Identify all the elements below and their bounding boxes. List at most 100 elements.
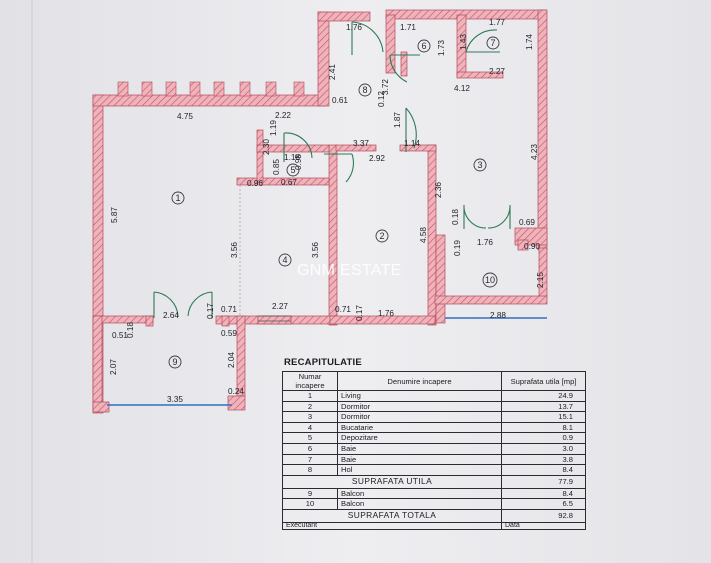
room-number-circle [375, 229, 389, 243]
room-name-cell: Living [337, 390, 502, 402]
dimension-label: 4.23 [530, 144, 539, 160]
wall-segment [317, 11, 330, 107]
wall-pillar [213, 81, 225, 97]
room-number: 1 [175, 193, 180, 203]
wall-pillar [117, 81, 129, 97]
dimension-label: 1.87 [393, 112, 402, 128]
dimension-label: 0.19 [453, 240, 462, 256]
dimension-label: 3.35 [167, 395, 183, 404]
wall-segment [385, 14, 396, 74]
footer-row: Executant Data [282, 521, 586, 530]
dimension-label: 0.67 [281, 178, 297, 187]
door-swing [324, 153, 355, 183]
recap-table-section: RECAPITULATIE Numar incapere Denumire in… [282, 357, 592, 530]
room-number-circle [171, 191, 185, 205]
dimension-label: 0.17 [206, 303, 215, 319]
useful-area-value: 77.9 [501, 474, 586, 489]
dimension-label: 0.12 [377, 91, 386, 107]
door-swing [283, 132, 313, 162]
dimension-label: 1.77 [489, 18, 505, 27]
wall-segment [256, 144, 330, 153]
recap-table: Numar incapere Denumire incapere Suprafa… [282, 371, 586, 530]
dimension-label: 0.71 [221, 305, 237, 314]
dimension-label: 2.07 [109, 359, 118, 375]
room-area-cell: 8.4 [501, 487, 586, 500]
dimension-label: 0.17 [355, 305, 364, 321]
dimension-label: 3.37 [353, 139, 369, 148]
room-number-cell: 6 [282, 442, 338, 455]
wall-segment [517, 239, 529, 251]
room-name-cell: Depozitare [337, 432, 502, 444]
wall-segment [399, 144, 437, 152]
room-number-cell: 8 [282, 464, 338, 476]
room-name-cell: Baie [337, 453, 502, 466]
dimension-label: 0.24 [228, 387, 244, 396]
wall-segment [236, 315, 246, 397]
room-number-marker: 4 [278, 253, 292, 267]
room-number-marker: 7 [486, 36, 500, 50]
dimension-label: 2.15 [536, 272, 545, 288]
recap-title: RECAPITULATIE [284, 357, 362, 368]
wall-segment [456, 71, 504, 79]
dimension-label: 4.12 [454, 84, 470, 93]
dimension-label: 5.87 [110, 207, 119, 223]
room-number-cell: 1 [282, 390, 338, 402]
door-swing [463, 204, 487, 229]
dimension-label: 1.43 [459, 34, 468, 50]
room-number: 3 [477, 160, 482, 170]
dimension-label: 2.92 [369, 154, 385, 163]
room-number-marker: 2 [375, 229, 389, 243]
door-swing [351, 21, 384, 55]
room-number: 10 [485, 275, 495, 285]
room-number-cell: 5 [282, 432, 338, 444]
wall-pillar [265, 81, 277, 97]
dimension-label: 0.96 [247, 179, 263, 188]
wall-segment [92, 315, 103, 412]
useful-area-label: SUPRAFATA UTILA [282, 474, 502, 489]
room-number-cell: 3 [282, 411, 338, 423]
total-area-label: SUPRAFATA TOTALA [282, 508, 502, 523]
dimension-label: 1.74 [525, 34, 534, 50]
wall-segment [257, 315, 292, 325]
dimension-label: 1.71 [400, 23, 416, 32]
dimension-label: 1.76 [378, 309, 394, 318]
room-number-marker: 1 [171, 191, 185, 205]
wall-pillar [239, 81, 251, 97]
room-number-cell: 9 [282, 487, 338, 500]
door-swing [389, 54, 420, 83]
room-number-circle [417, 39, 431, 53]
wall-segment [434, 295, 548, 305]
useful-area-row: SUPRAFATA UTILA 77.9 [282, 474, 586, 489]
room-number-marker: 6 [417, 39, 431, 53]
dimension-label: 3.72 [381, 79, 390, 95]
doors [153, 21, 511, 318]
dimension-label: 2.22 [275, 111, 291, 120]
room-number-cell: 10 [282, 498, 338, 510]
dimension-label: 2.30 [262, 139, 271, 155]
room-area-cell: 0.9 [501, 432, 586, 444]
door-swing [487, 204, 511, 229]
room-number-circle [473, 158, 487, 172]
dimension-label: 2.88 [490, 311, 506, 320]
interior-lines [107, 185, 547, 406]
total-area-value: 92.8 [501, 508, 586, 523]
room-number-marker: 5 [286, 163, 300, 177]
header-useful-area: Suprafata utila [mp] [501, 371, 586, 391]
room-name-cell: Balcon [337, 498, 502, 510]
dimension-label: 2.04 [227, 352, 236, 368]
door-swing [405, 107, 417, 152]
room-number: 8 [362, 85, 367, 95]
dimension-label: 0.90 [524, 242, 540, 251]
dimension-label: 0.71 [335, 305, 351, 314]
wall-segment [256, 129, 264, 183]
room-area-cell: 8.4 [501, 464, 586, 476]
wall-segment [92, 94, 326, 107]
